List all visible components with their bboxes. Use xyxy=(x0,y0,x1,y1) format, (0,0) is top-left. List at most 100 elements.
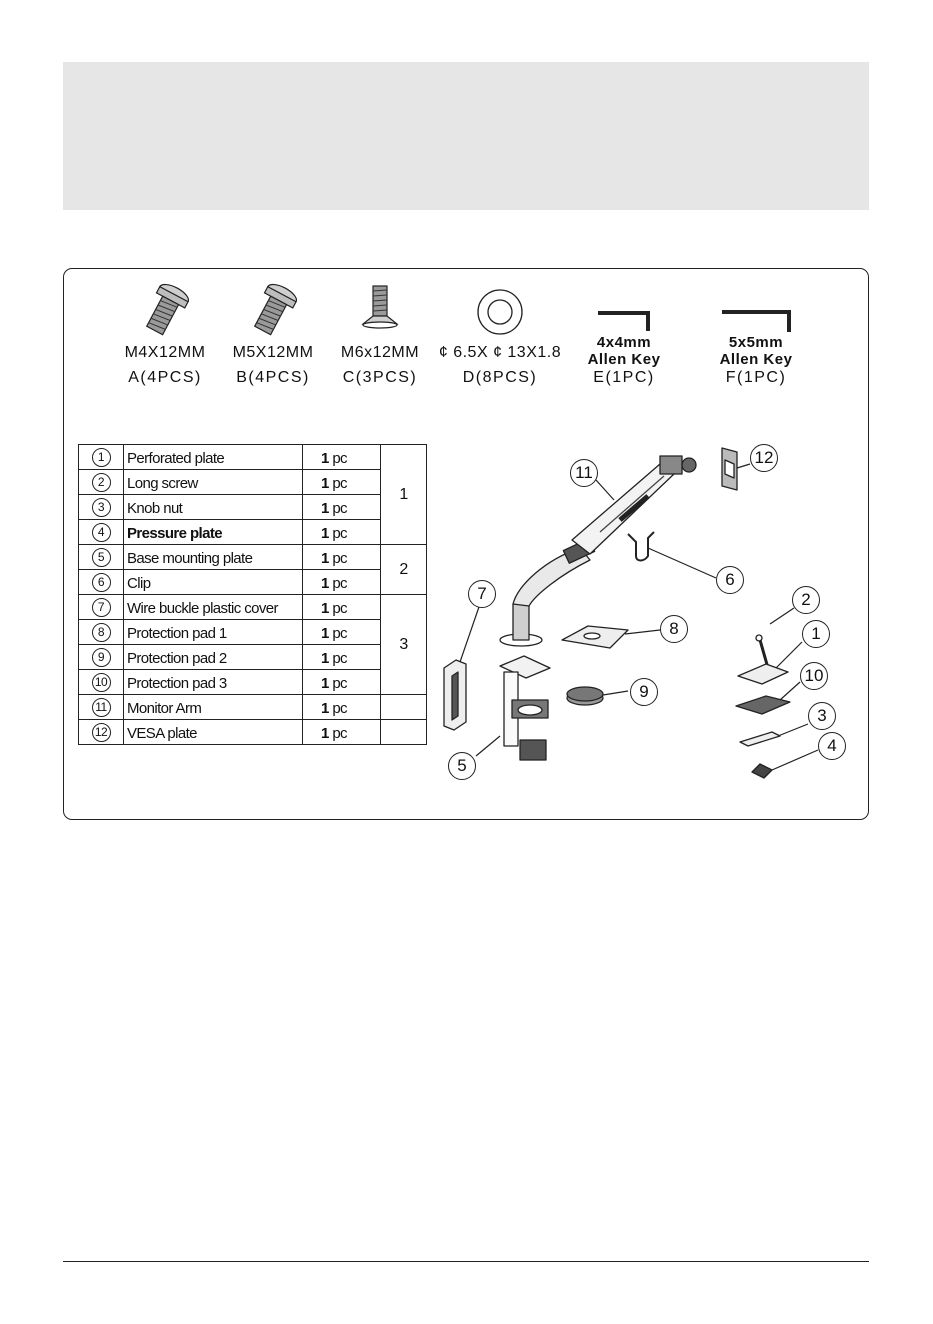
hardware-size: 5x5mm xyxy=(728,334,784,351)
callout-3: 3 xyxy=(808,702,836,730)
part-unit: pc xyxy=(328,475,347,492)
table-row: 12 VESA plate 1 pc xyxy=(78,719,427,745)
part-number: 7 xyxy=(91,597,111,617)
group-number: 3 xyxy=(380,594,427,695)
table-row: 6 Clip 1 pc xyxy=(78,569,427,595)
table-row: 5 Base mounting plate 1 pc 2 xyxy=(78,544,427,595)
part-unit: pc xyxy=(328,450,347,467)
hardware-size: 4x4mm xyxy=(596,334,652,351)
table-row: 1 Perforated plate 1 pc 1 xyxy=(78,444,427,545)
part-number: 12 xyxy=(91,722,111,742)
hardware-size: M6x12MM xyxy=(340,344,420,361)
callout-5: 5 xyxy=(448,752,476,780)
part-unit: pc xyxy=(328,550,347,567)
part-unit: pc xyxy=(328,700,347,717)
part-unit: pc xyxy=(328,675,347,692)
part-number: 10 xyxy=(91,672,111,692)
hardware-qty: F(1PC) xyxy=(725,369,787,386)
part-number: 3 xyxy=(91,497,111,517)
part-name: Long screw xyxy=(123,469,303,495)
group-cell-empty xyxy=(380,719,427,745)
part-unit: pc xyxy=(328,625,347,642)
bolt-icon xyxy=(145,283,190,336)
callout-9: 9 xyxy=(630,678,658,706)
hardware-qty: A(4PCS) xyxy=(128,369,202,386)
table-row: 7 Wire buckle plastic cover 1 pc 3 xyxy=(78,594,427,695)
hardware-size: ¢ 6.5X ¢ 13X1.8 xyxy=(438,344,562,361)
table-row: 9 Protection pad 2 1 pc xyxy=(78,644,427,670)
part-unit: pc xyxy=(328,525,347,542)
part-number: 6 xyxy=(91,572,111,592)
part-qty: 1 xyxy=(321,550,329,567)
part-number: 2 xyxy=(91,472,111,492)
countersunk-screw-icon xyxy=(361,285,399,329)
part-unit: pc xyxy=(328,500,347,517)
knob-nut-icon xyxy=(739,731,781,747)
part-number: 4 xyxy=(91,522,111,542)
tilt-head-icon xyxy=(659,455,683,475)
protection-pad-3-icon xyxy=(735,695,791,715)
hardware-item-f: 5x5mm Allen Key F(1PC) xyxy=(710,302,802,387)
hardware-item-b: M5X12MM B(4PCS) xyxy=(223,282,323,387)
callout-2: 2 xyxy=(792,586,820,614)
hardware-qty: D(8PCS) xyxy=(462,369,538,386)
hardware-item-d: ¢ 6.5X ¢ 13X1.8 D(8PCS) xyxy=(432,282,568,387)
part-number: 9 xyxy=(91,647,111,667)
hardware-type: Allen Key xyxy=(719,351,793,368)
part-name: Protection pad 2 xyxy=(123,644,303,670)
allen-key-icon xyxy=(598,311,650,331)
hardware-qty: E(1PC) xyxy=(593,369,655,386)
part-qty: 1 xyxy=(321,575,329,592)
table-row: 10 Protection pad 3 1 pc xyxy=(78,669,427,695)
part-name: Protection pad 3 xyxy=(123,669,303,695)
part-name: Wire buckle plastic cover xyxy=(123,594,303,620)
long-screw-icon xyxy=(758,639,770,669)
part-number: 11 xyxy=(91,697,111,717)
allen-key-icon xyxy=(722,310,791,332)
pressure-plate-icon xyxy=(751,763,773,779)
callout-8: 8 xyxy=(660,615,688,643)
part-name: VESA plate xyxy=(123,719,303,745)
table-row: 2 Long screw 1 pc xyxy=(78,469,427,495)
callout-10: 10 xyxy=(800,662,828,690)
hardware-size: M4X12MM xyxy=(124,344,206,361)
callout-4: 4 xyxy=(818,732,846,760)
part-qty: 1 xyxy=(321,625,329,642)
parts-table: 1 Perforated plate 1 pc 1 2 Long screw 1… xyxy=(78,444,427,745)
hardware-qty: C(3PCS) xyxy=(342,369,418,386)
part-qty: 1 xyxy=(321,675,329,692)
header-banner xyxy=(63,62,869,210)
hardware-item-a: M4X12MM A(4PCS) xyxy=(120,282,210,387)
callout-11: 11 xyxy=(570,459,598,487)
callout-12: 12 xyxy=(750,444,778,472)
hardware-item-e: 4x4mm Allen Key E(1PC) xyxy=(578,304,670,387)
part-qty: 1 xyxy=(321,450,329,467)
part-unit: pc xyxy=(328,650,347,667)
parts-panel xyxy=(63,268,869,820)
part-unit: pc xyxy=(328,600,347,617)
part-qty: 1 xyxy=(321,650,329,667)
callout-7: 7 xyxy=(468,580,496,608)
perforated-plate-icon xyxy=(737,663,789,685)
part-number: 8 xyxy=(91,622,111,642)
arm-pole-icon xyxy=(512,603,530,641)
part-qty: 1 xyxy=(321,725,329,742)
part-unit: pc xyxy=(328,575,347,592)
group-number: 1 xyxy=(380,444,427,545)
part-number: 5 xyxy=(91,547,111,567)
part-qty: 1 xyxy=(321,500,329,517)
group-number: 2 xyxy=(380,544,427,595)
hardware-type: Allen Key xyxy=(587,351,661,368)
part-name: Base mounting plate xyxy=(123,544,303,570)
part-qty: 1 xyxy=(321,700,329,717)
part-qty: 1 xyxy=(321,600,329,617)
hardware-item-c: M6x12MM C(3PCS) xyxy=(330,282,430,387)
footer-rule xyxy=(63,1261,869,1262)
part-name: Perforated plate xyxy=(123,444,303,470)
callout-6: 6 xyxy=(716,566,744,594)
clip-icon xyxy=(627,531,655,562)
part-qty: 1 xyxy=(321,525,329,542)
hardware-qty: B(4PCS) xyxy=(236,369,310,386)
bolt-icon xyxy=(253,283,298,336)
